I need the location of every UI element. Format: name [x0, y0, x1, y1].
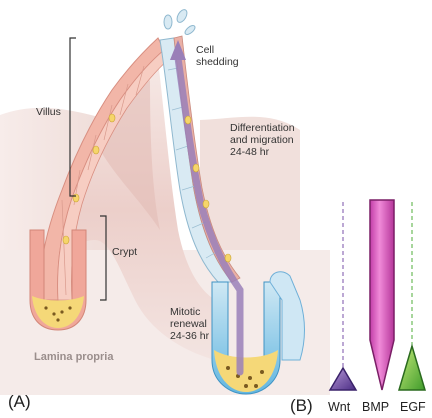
egf-triangle — [399, 346, 425, 390]
bmp-label: BMP — [362, 400, 389, 414]
lamina-propria-label: Lamina propria — [34, 351, 113, 363]
mitotic-label: Mitotic renewal 24-36 hr — [170, 306, 209, 342]
egf-gradient — [399, 202, 425, 390]
crypt-label: Crypt — [112, 246, 137, 258]
wnt-label: Wnt — [328, 400, 350, 414]
panel-a-label: (A) — [8, 392, 31, 412]
differentiation-label: Differentiation and migration 24-48 hr — [230, 122, 295, 158]
wnt-triangle — [330, 368, 356, 390]
panel-b-label: (B) — [290, 396, 313, 416]
egf-label: EGF — [400, 400, 426, 414]
cell-shedding-label: Cell shedding — [196, 44, 239, 68]
shedding-cells — [164, 8, 197, 36]
villus-label: Villus — [36, 106, 61, 118]
bmp-wedge — [370, 200, 394, 390]
bmp-gradient — [370, 200, 394, 390]
wnt-gradient — [330, 202, 356, 390]
